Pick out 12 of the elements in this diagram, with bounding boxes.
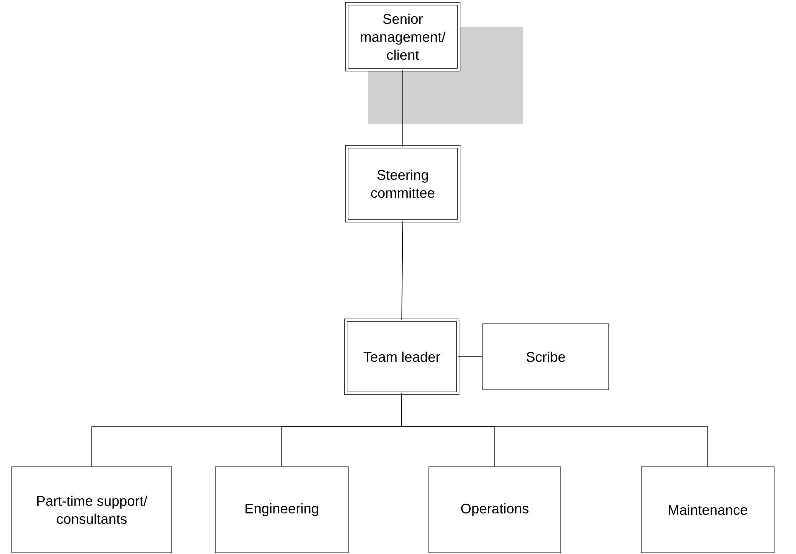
org-box: Operations [428, 466, 562, 554]
org-box: Part-time support/ consultants [12, 466, 172, 554]
connector-line [402, 70, 404, 148]
org-box: Senior management/ client [345, 2, 461, 72]
org-box: Steering committee [345, 145, 461, 223]
connector-line [458, 356, 484, 358]
connector-line [402, 393, 708, 468]
org-box: Scribe [482, 324, 610, 390]
org-box: Engineering [215, 466, 349, 554]
org-box: Maintenance [641, 466, 775, 554]
org-box: Team leader [344, 318, 460, 396]
connector-line [402, 220, 404, 321]
